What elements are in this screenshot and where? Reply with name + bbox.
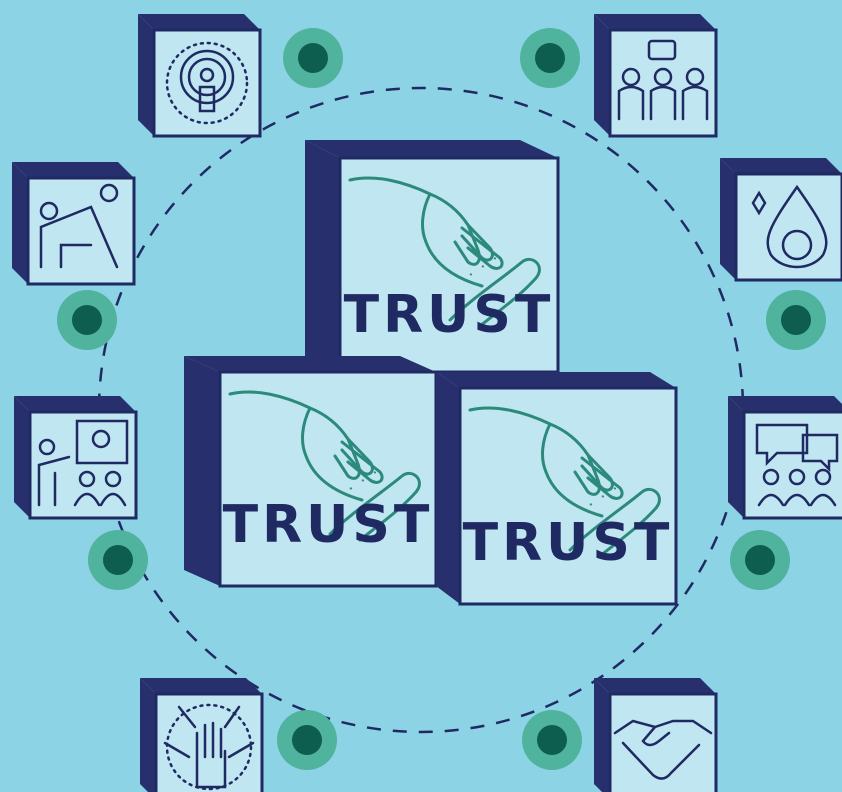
trust-label-left: TRUST	[223, 495, 434, 555]
presentation-idea-icon	[14, 396, 138, 520]
raised-hands-circle-icon	[140, 678, 264, 792]
node-left-lower	[88, 530, 148, 590]
center-block-top: TRUST	[305, 140, 560, 374]
helping-climb-icon	[12, 162, 136, 286]
node-left-upper	[57, 290, 117, 350]
node-top-left	[283, 28, 343, 88]
center-block-left: TRUST	[184, 356, 438, 588]
water-drop-sparkle-icon	[720, 158, 842, 282]
community-group-speaking-icon	[594, 14, 718, 138]
handshake-icon	[594, 678, 718, 792]
trust-label-right: TRUST	[463, 513, 674, 573]
trust-label-top: TRUST	[344, 285, 555, 345]
node-bottom-right	[522, 710, 582, 770]
ring-nodes	[57, 28, 826, 770]
center-block-right: TRUST	[436, 372, 678, 606]
info-broadcast-icon	[138, 14, 262, 138]
group-discussion-icon	[728, 396, 842, 520]
node-right-upper	[766, 290, 826, 350]
icon-blocks	[12, 14, 842, 792]
node-bottom-left	[277, 710, 337, 770]
node-right-lower	[730, 530, 790, 590]
node-top-right	[520, 28, 580, 88]
